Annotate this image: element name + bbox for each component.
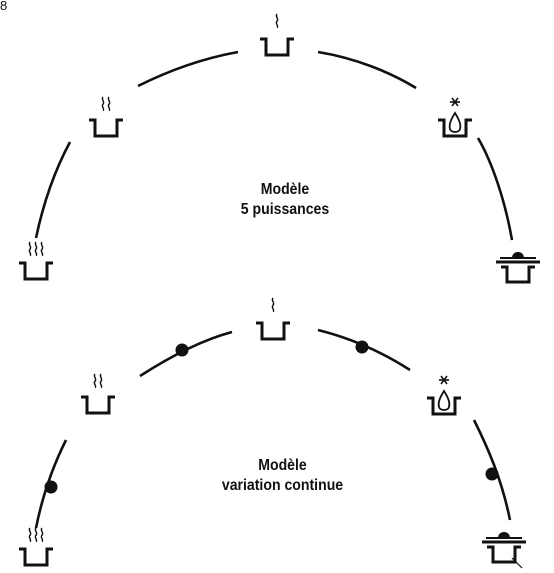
snowflake-drop-pot-icon bbox=[425, 375, 463, 416]
snowflake-icon bbox=[450, 97, 460, 107]
intermediate-setting-dot bbox=[44, 480, 58, 494]
caption-line-2: variation continue bbox=[221, 477, 344, 494]
figure-number: 8 bbox=[0, 0, 8, 13]
arc-segment bbox=[137, 50, 239, 88]
caption-line-2: 5 puissances bbox=[240, 201, 330, 218]
snowflake-icon bbox=[439, 375, 449, 385]
caption-continuous: Modèle variation continue bbox=[201, 456, 364, 496]
intermediate-setting-dot bbox=[485, 467, 499, 481]
intermediate-setting-dot bbox=[355, 340, 369, 354]
caption-line-1: Modèle bbox=[260, 181, 310, 198]
arc-segment bbox=[34, 141, 72, 239]
intermediate-setting-dot bbox=[175, 343, 189, 357]
lidded-pot-icon bbox=[496, 252, 540, 284]
one-wave-pot-icon bbox=[258, 13, 296, 57]
caption-line-1: Modèle bbox=[258, 457, 307, 474]
three-waves-pot-icon bbox=[17, 527, 55, 567]
arc-segment bbox=[476, 137, 514, 241]
three-waves-pot-icon bbox=[17, 241, 55, 281]
diagram-5-power bbox=[17, 13, 540, 284]
arc-segment bbox=[317, 50, 417, 90]
snowflake-drop-pot-icon bbox=[436, 97, 474, 138]
two-waves-pot-icon bbox=[87, 96, 125, 138]
lidded-pot-icon bbox=[482, 532, 526, 569]
two-waves-pot-icon bbox=[79, 373, 117, 415]
arc-segment bbox=[472, 419, 512, 521]
diagram-continuous-variation bbox=[17, 297, 526, 569]
caption-5-power: Modèle 5 puissances bbox=[210, 180, 360, 220]
one-wave-pot-icon bbox=[254, 297, 292, 341]
